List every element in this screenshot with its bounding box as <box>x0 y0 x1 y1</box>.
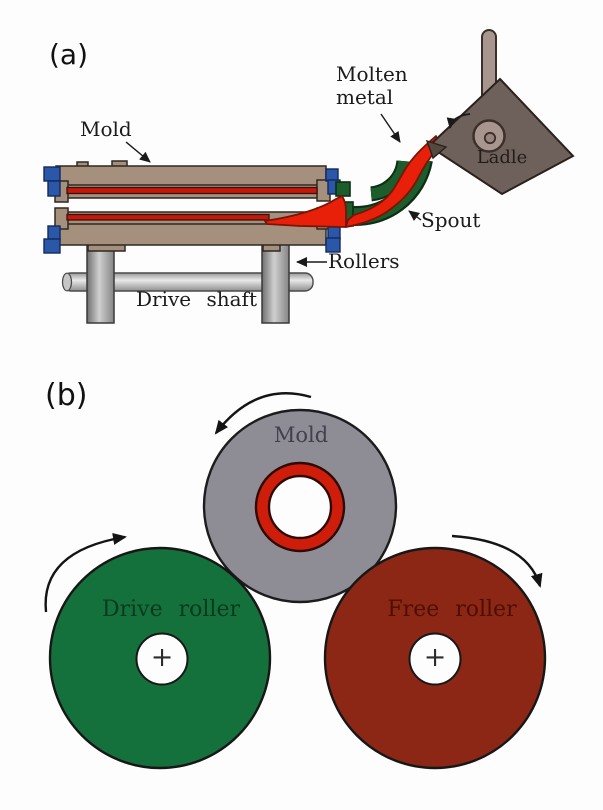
panel-b-label: (b) <box>45 378 88 413</box>
mold-label-b: Mold <box>273 423 329 447</box>
rotation-arrows <box>44 392 543 613</box>
molten-metal-line2: metal <box>336 85 394 109</box>
drive-shaft-label: Drive shaft <box>136 287 257 311</box>
mold-label-a: Mold <box>80 117 132 141</box>
molten-metal-line1: Molten <box>336 62 408 86</box>
mold-cross-section <box>202 408 398 604</box>
roller-left <box>86 243 115 324</box>
ladle-rotation-arrow <box>446 113 471 129</box>
molten-metal-stream <box>264 135 439 228</box>
drive-roller-hub <box>135 632 189 686</box>
free-roller-hub <box>408 632 462 686</box>
molten-metal-leader-arrow <box>380 113 401 143</box>
ladle-label: Ladle <box>476 147 528 168</box>
mold-end-caps <box>43 166 341 254</box>
free-hub-mark: + <box>423 642 447 673</box>
ladle <box>425 29 575 196</box>
drive-roller-rotation-arrow <box>44 533 127 613</box>
drive-hub-mark: + <box>150 642 174 673</box>
free-roller-label: Free roller <box>387 597 517 622</box>
panel-a-label: (a) <box>49 38 89 71</box>
drive-roller-label: Drive roller <box>101 597 240 622</box>
leader-arrows <box>125 113 422 267</box>
mold-side-view <box>43 160 341 254</box>
spout-leader-arrow <box>408 210 422 221</box>
free-roller-rotation-arrow <box>451 534 543 588</box>
spout-label: Spout <box>421 208 481 232</box>
mold-rotation-arrow <box>214 392 312 435</box>
ladle-lip <box>425 139 448 160</box>
rollers-label: Rollers <box>328 249 400 273</box>
molten-metal-label: Molten metal <box>336 63 408 109</box>
mold-leader-arrow <box>125 141 151 163</box>
drive-shaft <box>61 272 314 292</box>
roller-right <box>261 243 290 324</box>
